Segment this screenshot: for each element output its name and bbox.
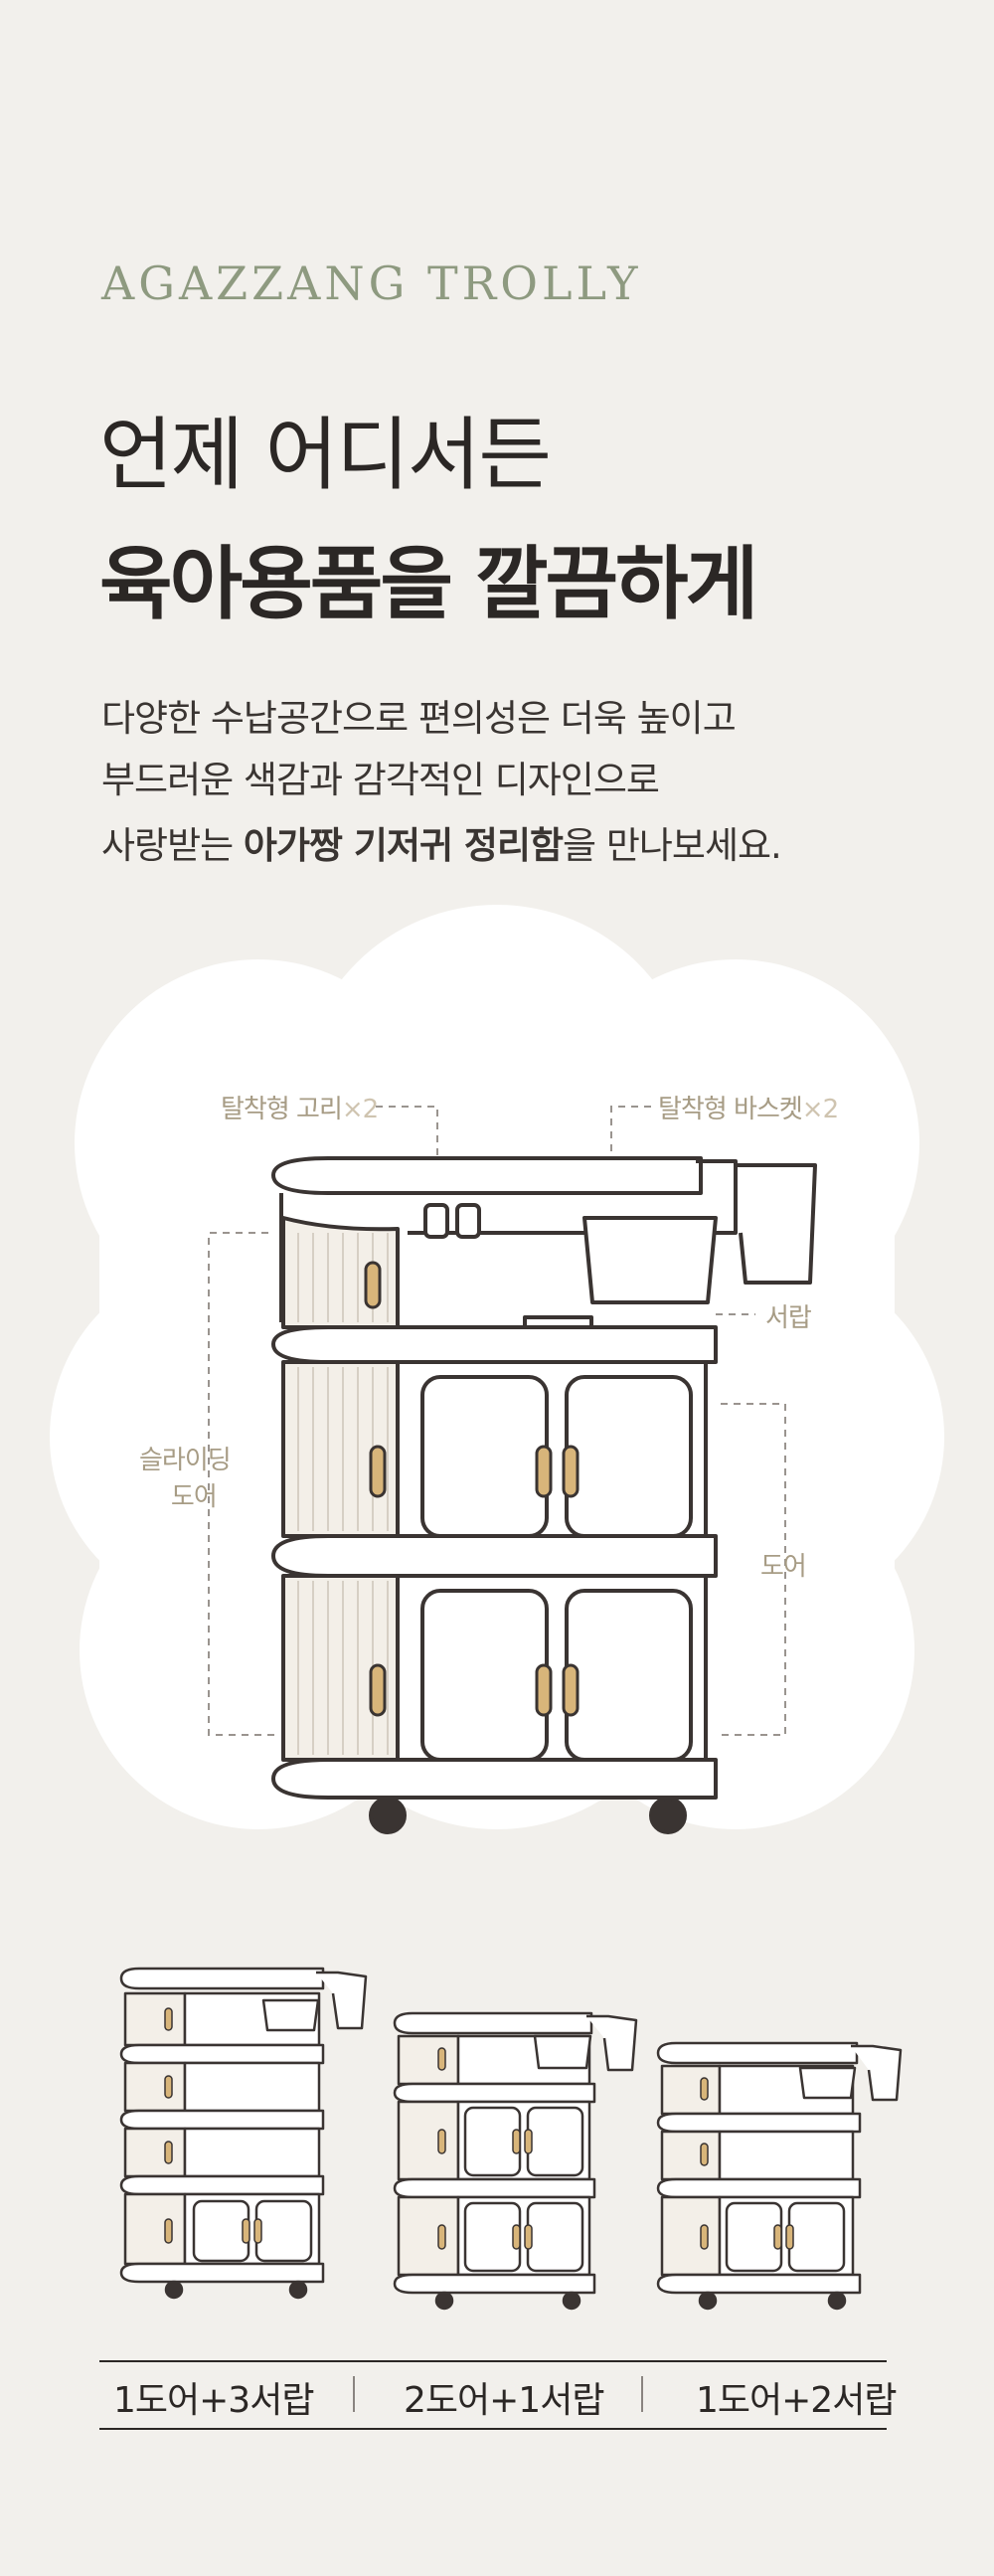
headline-line-1: 언제 어디서든 — [99, 409, 552, 501]
option-2-trolley — [393, 2011, 638, 2311]
option-separator — [353, 2376, 355, 2412]
option-label-1: 1도어+3서랍 — [113, 2380, 314, 2421]
label-detachable-hook: 탈착형 고리×2 — [221, 1095, 379, 1124]
product-name: 아가짱 기저귀 정리함 — [243, 824, 564, 867]
option-1-trolley — [119, 1967, 368, 2300]
description-line-2: 부드러운 색감과 감각적인 디자인으로 — [101, 759, 660, 801]
options-top-rule — [99, 2360, 887, 2362]
label-drawer: 서랍 — [765, 1303, 812, 1333]
option-separator — [641, 2376, 643, 2412]
label-detachable-basket: 탈착형 바스켓×2 — [658, 1095, 839, 1124]
option-label-3: 1도어+2서랍 — [696, 2380, 897, 2421]
options-bottom-rule — [99, 2428, 887, 2430]
headline-line-2: 육아용품을 깔끔하게 — [99, 538, 758, 630]
option-3-trolley — [656, 2041, 903, 2311]
label-door: 도어 — [760, 1552, 807, 1582]
option-label-2: 2도어+1서랍 — [404, 2380, 604, 2421]
description-line-1: 다양한 수납공간으로 편의성은 더욱 높이고 — [101, 697, 737, 740]
description-line-3: 사랑받는 아가짱 기저귀 정리함을 만나보세요. — [101, 824, 782, 867]
brand-title: AGAZZANG TROLLY — [101, 257, 642, 310]
